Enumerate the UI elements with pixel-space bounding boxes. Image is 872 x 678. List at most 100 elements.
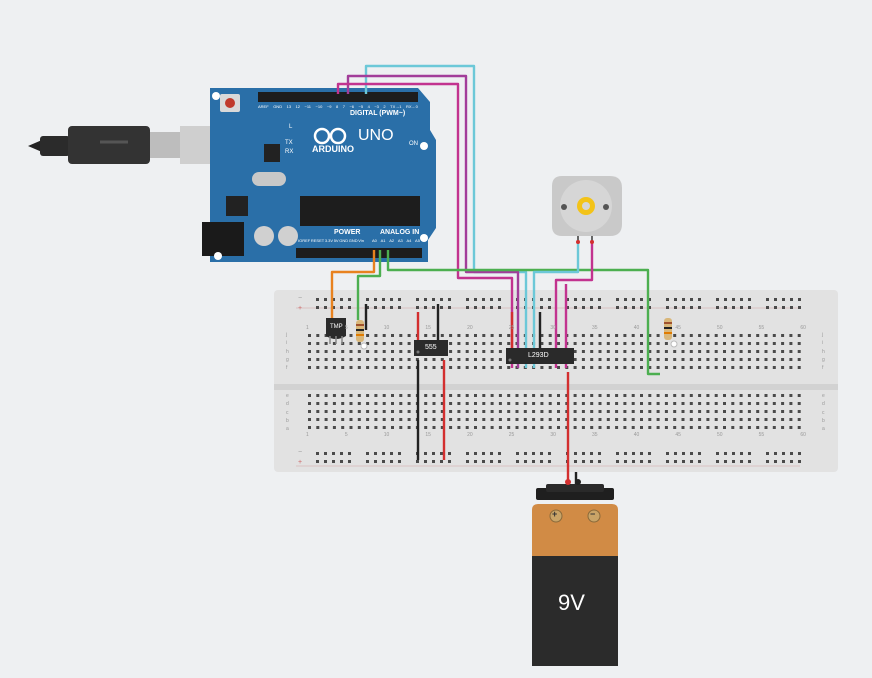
col-number: 25 xyxy=(508,432,515,438)
col-number: 60 xyxy=(800,325,806,331)
breadboard-row-letters-right-top: j i h g f xyxy=(822,333,825,371)
pin-label: ~3 xyxy=(374,104,379,109)
col-number: 35 xyxy=(592,432,598,438)
pin-label: GND xyxy=(273,104,283,109)
col-number: 15 xyxy=(425,432,431,438)
col-number: 60 xyxy=(800,432,806,438)
breadboard-col-numbers-top: 1 5 10 15 20 25 30 35 40 45 50 55 60 xyxy=(306,325,806,331)
row-letter: h xyxy=(822,348,825,355)
row-letter: c xyxy=(822,409,825,416)
col-number: 20 xyxy=(467,432,473,438)
row-letter: j xyxy=(286,332,288,338)
row-letter: a xyxy=(822,426,825,432)
pin-label: IOREF xyxy=(298,238,311,243)
row-letter: d xyxy=(286,401,289,408)
wire-purple-1 xyxy=(346,74,520,368)
digital-pin-labels: AREF GND 13 12 ~11 ~10 ~9 8 7 ~6 ~5 4 ~3… xyxy=(258,104,418,109)
col-number: 40 xyxy=(633,325,640,331)
pin-label: 5V xyxy=(333,238,339,243)
col-number: 5 xyxy=(344,325,348,331)
pin-label: 8 xyxy=(335,104,339,109)
col-number: 50 xyxy=(717,325,723,331)
row-letter: c xyxy=(286,409,289,416)
row-letter: e xyxy=(286,393,289,399)
wire-motor-magenta xyxy=(554,240,594,368)
row-letter: b xyxy=(286,417,289,424)
row-letter: g xyxy=(286,356,289,363)
row-letter: i xyxy=(286,340,288,347)
battery-9v[interactable] xyxy=(532,479,618,666)
wires xyxy=(330,64,660,484)
dc-motor[interactable] xyxy=(552,176,622,244)
arduino-logo-icon xyxy=(313,127,347,145)
pin-label: ~10 xyxy=(315,104,323,109)
l-led-label: L xyxy=(289,124,293,130)
breadboard[interactable] xyxy=(274,290,838,472)
wire-orange xyxy=(330,250,376,320)
temperature-sensor[interactable] xyxy=(326,318,346,344)
col-number: 5 xyxy=(344,432,348,438)
pin-label: A5 xyxy=(415,238,420,243)
row-letter: e xyxy=(822,393,825,399)
arduino-uno-board[interactable] xyxy=(202,88,436,262)
resistor-2[interactable] xyxy=(664,318,678,348)
row-letter: h xyxy=(286,348,289,355)
row-letter: i xyxy=(822,340,824,347)
analog-in-label: ANALOG IN xyxy=(380,229,420,236)
pin-label: A1 xyxy=(380,238,386,243)
resistor-1[interactable] xyxy=(356,320,368,350)
arduino-brand-label: ARDUINO xyxy=(312,144,354,154)
row-letter: a xyxy=(286,426,289,432)
pin-label: A2 xyxy=(389,238,395,243)
row-letter: f xyxy=(822,365,824,371)
on-led-label: ON xyxy=(409,141,418,147)
pin-label: 7 xyxy=(342,104,345,109)
timer-555-chip[interactable] xyxy=(414,340,448,356)
col-number: 30 xyxy=(550,432,556,438)
wire-green-2 xyxy=(386,250,660,376)
breadboard-row-letters-left-top: j i h g f xyxy=(286,333,289,371)
breadboard-row-letters-left-bottom: e d c b a xyxy=(286,394,289,432)
pin-label: ~6 xyxy=(349,104,354,109)
col-number: 45 xyxy=(675,432,681,438)
motor-driver-chip[interactable] xyxy=(506,348,574,364)
pin-label: A4 xyxy=(406,238,412,243)
col-number: 45 xyxy=(675,325,681,331)
col-number: 35 xyxy=(592,325,598,331)
battery-voltage-label: 9V xyxy=(558,590,585,615)
breadboard-col-numbers-bottom: 1 5 10 15 20 25 30 35 40 45 50 55 60 xyxy=(306,432,806,438)
rail-plus-bottom: + xyxy=(298,459,303,466)
row-letter: b xyxy=(822,417,825,424)
pin-label: Vin xyxy=(358,238,364,243)
pin-label: 2 xyxy=(383,104,386,109)
col-number: 50 xyxy=(717,432,723,438)
pin-label: A3 xyxy=(397,238,403,243)
pin-label: GND xyxy=(348,238,358,243)
wire-green-1 xyxy=(356,250,382,320)
battery-minus-label: − xyxy=(590,509,596,519)
usb-cable[interactable] xyxy=(28,126,238,164)
pin-label: A0 xyxy=(372,238,377,243)
pin-label: 13 xyxy=(286,104,292,109)
row-letter: f xyxy=(286,365,288,371)
battery-plus-label: + xyxy=(552,509,558,519)
col-number: 10 xyxy=(383,325,390,331)
col-number: 20 xyxy=(467,325,473,331)
pin-label: RX←0 xyxy=(406,104,418,109)
analog-pin-labels: A0 A1 A2 A3 A4 A5 xyxy=(372,238,420,243)
power-label: POWER xyxy=(334,229,361,236)
breadboard-row-letters-right-bottom: e d c b a xyxy=(822,394,825,432)
pin-label: ~5 xyxy=(358,104,364,109)
row-letter: g xyxy=(822,356,825,363)
wire-motor-cyan xyxy=(532,240,580,368)
timer-555-label: 555 xyxy=(425,344,437,351)
col-number: 55 xyxy=(758,432,765,438)
row-letter: d xyxy=(822,401,825,408)
col-number: 15 xyxy=(425,325,431,331)
wire-purple-2 xyxy=(336,82,514,368)
pin-label: AREF xyxy=(258,104,269,109)
rail-minus-top: − xyxy=(298,295,303,302)
arduino-model-label: UNO xyxy=(358,127,394,144)
pin-label: ~9 xyxy=(326,104,332,109)
